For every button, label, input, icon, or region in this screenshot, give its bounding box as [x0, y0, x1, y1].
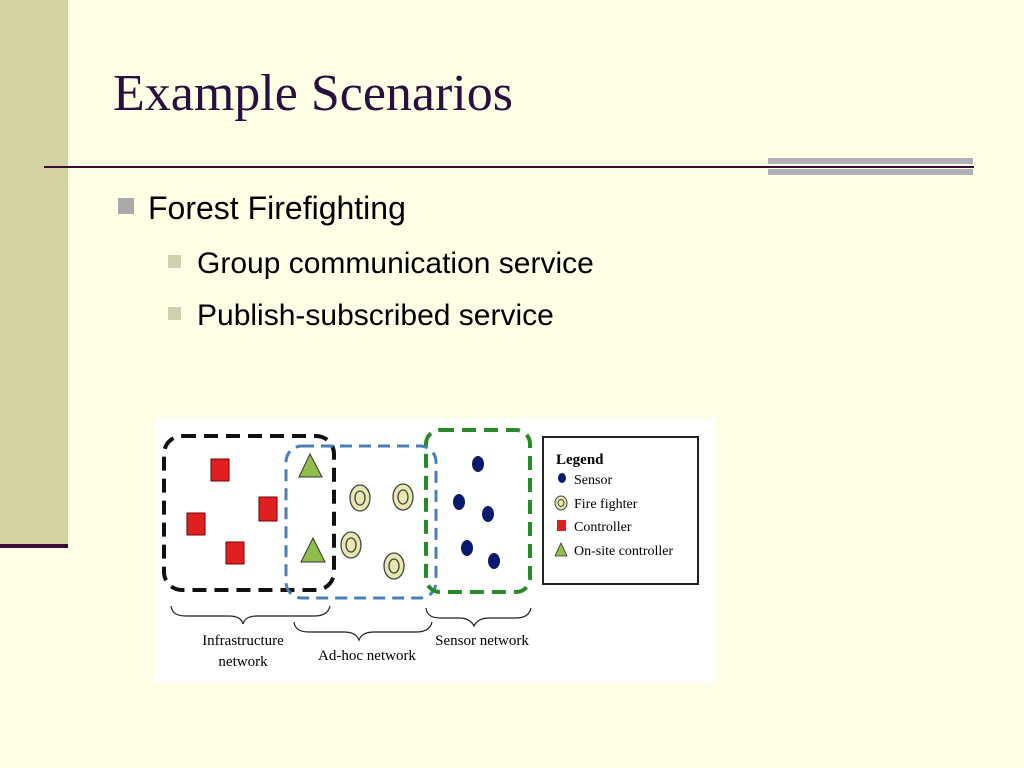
sub-bullet-text: Group communication service	[197, 247, 594, 280]
sensor-dot-icon	[558, 473, 566, 483]
infrastructure-brace	[170, 605, 331, 625]
adhoc-brace	[293, 621, 433, 642]
sensor-brace	[425, 607, 532, 628]
adhoc-region	[284, 444, 438, 600]
bullet-square-icon	[168, 307, 181, 320]
network-diagram-svg: Legend Sensor Fire fighter Controller On…	[162, 428, 699, 670]
left-decor-bar	[0, 0, 68, 545]
sensor-dot-icon	[482, 506, 494, 522]
firefighter-ring-icon	[383, 552, 405, 580]
infrastructure-label-line2: network	[218, 654, 268, 670]
controller-square-icon	[557, 520, 566, 531]
onsite-controller-triangle-icon	[298, 452, 323, 478]
sensor-region	[424, 428, 532, 594]
slide-title: Example Scenarios	[113, 65, 513, 122]
infrastructure-label: Infrastructure	[202, 633, 284, 649]
title-rule-accent	[768, 158, 973, 180]
controller-square-icon	[186, 512, 206, 536]
legend-item-label: Controller	[574, 520, 632, 535]
controller-square-icon	[210, 458, 230, 482]
bullet-square-icon	[168, 255, 181, 268]
legend-title: Legend	[556, 452, 604, 468]
sub-bullet: Publish-subscribed service	[168, 299, 554, 333]
onsite-controller-triangle-icon	[554, 542, 568, 557]
bullet-main: Forest Firefighting	[118, 190, 406, 227]
controller-square-icon	[258, 496, 278, 522]
sensor-dot-icon	[488, 553, 500, 569]
left-decor-line	[0, 544, 68, 548]
legend-item-label: On-site controller	[574, 544, 673, 559]
infrastructure-region	[162, 434, 336, 592]
title-rule	[44, 166, 974, 168]
adhoc-label: Ad-hoc network	[318, 648, 416, 664]
sub-bullet-text: Publish-subscribed service	[197, 299, 554, 332]
legend-item-label: Fire fighter	[574, 497, 638, 512]
sub-bullet: Group communication service	[168, 247, 594, 281]
legend-item-label: Sensor	[574, 473, 612, 488]
firefighter-ring-icon	[349, 484, 371, 512]
sensor-network-label: Sensor network	[435, 633, 529, 649]
controller-square-icon	[225, 541, 245, 565]
sensor-dot-icon	[472, 456, 484, 472]
firefighter-ring-icon	[340, 531, 362, 559]
network-diagram: Legend Sensor Fire fighter Controller On…	[154, 418, 716, 683]
firefighter-ring-icon	[392, 483, 414, 511]
onsite-controller-triangle-icon	[300, 536, 326, 563]
sensor-dot-icon	[461, 540, 473, 556]
bullet-main-text: Forest Firefighting	[148, 190, 406, 226]
legend-box	[542, 436, 699, 585]
bullet-square-icon	[118, 198, 134, 214]
sensor-dot-icon	[453, 494, 465, 510]
firefighter-ring-icon	[554, 495, 568, 511]
